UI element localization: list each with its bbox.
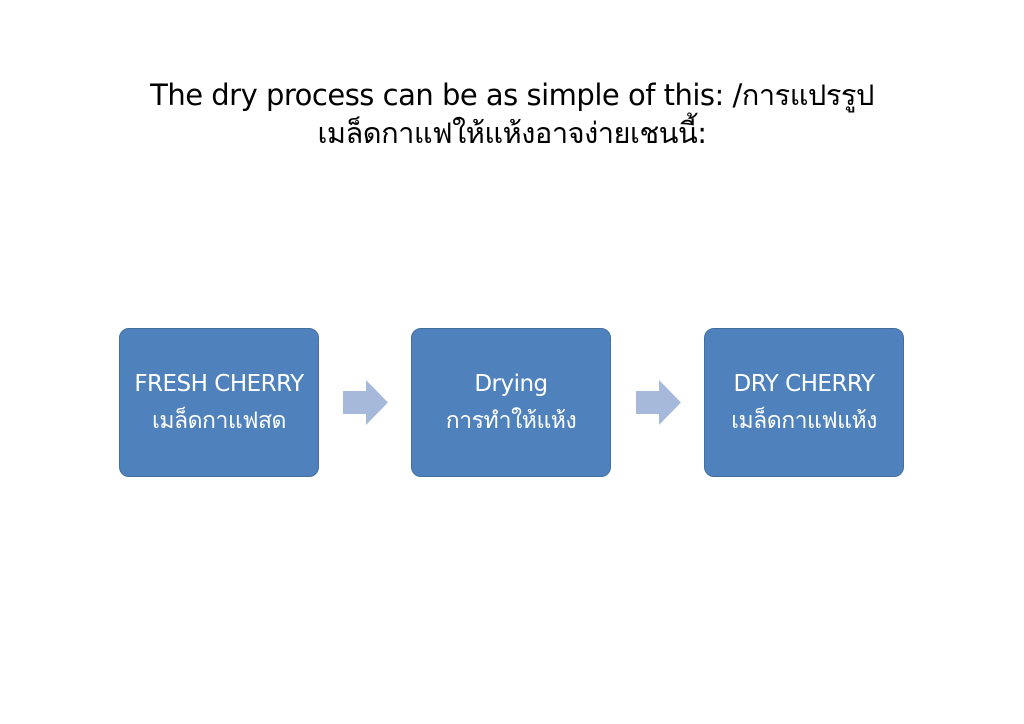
slide-title: The dry process can be as simple of this…	[0, 76, 1024, 152]
step-label-th: เมล็ดกาแฟสด	[152, 407, 286, 434]
arrow-right-icon	[636, 380, 681, 425]
arrow-right-icon	[343, 380, 388, 425]
title-line-1: The dry process can be as simple of this…	[150, 78, 874, 112]
step-fresh-cherry: FRESH CHERRY เมล็ดกาแฟสด	[119, 328, 319, 477]
step-label-en: DRY CHERRY	[733, 370, 875, 397]
step-label-th: การทำให้แห้ง	[445, 407, 577, 434]
step-label-en: FRESH CHERRY	[134, 370, 304, 397]
step-dry-cherry: DRY CHERRY เมล็ดกาแฟแห้ง	[704, 328, 904, 477]
step-label-en: Drying	[474, 370, 548, 397]
title-line-2: เมล็ดกาแฟให้แห้งอาจง่ายเชนนี้:	[317, 116, 707, 150]
step-label-th: เมล็ดกาแฟแห้ง	[731, 407, 877, 434]
step-drying: Drying การทำให้แห้ง	[411, 328, 611, 477]
